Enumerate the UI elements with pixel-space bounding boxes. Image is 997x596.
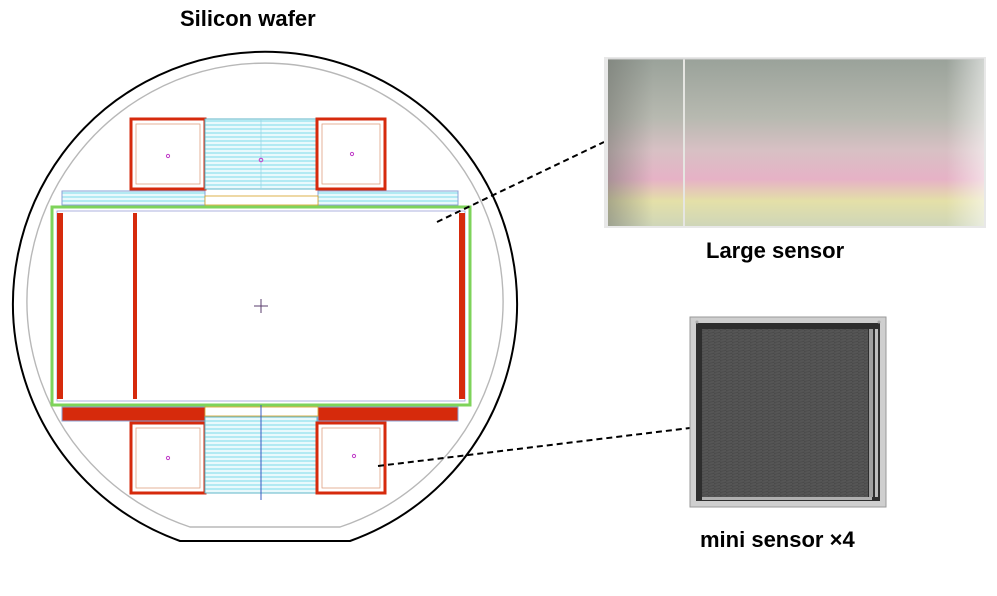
top-center-connector bbox=[204, 195, 319, 206]
large-sensor-photo bbox=[604, 57, 986, 228]
large-sensor-die bbox=[50, 205, 472, 407]
page-title: Silicon wafer bbox=[180, 6, 316, 31]
large-sensor-label: Large sensor bbox=[706, 238, 845, 263]
large-sensor-leader bbox=[436, 141, 605, 223]
mini-sensor-label: mini sensor ×4 bbox=[700, 527, 855, 552]
top-left-mini-die bbox=[129, 117, 207, 191]
top-right-mini-die bbox=[315, 117, 387, 191]
top-right-strip bbox=[317, 190, 459, 206]
top-left-strip bbox=[61, 190, 206, 206]
bottom-left-mini-die bbox=[129, 421, 207, 495]
mini-sensor-photo bbox=[689, 316, 887, 508]
bottom-right-mini-die bbox=[315, 421, 387, 495]
mini-sensor-leader bbox=[377, 427, 691, 467]
wafer-inner-ring bbox=[26, 62, 504, 528]
bottom-left-strip bbox=[61, 406, 206, 422]
bottom-right-strip bbox=[317, 406, 459, 422]
bottom-center-strip-die bbox=[204, 405, 318, 500]
top-center-strip-die bbox=[204, 118, 318, 190]
